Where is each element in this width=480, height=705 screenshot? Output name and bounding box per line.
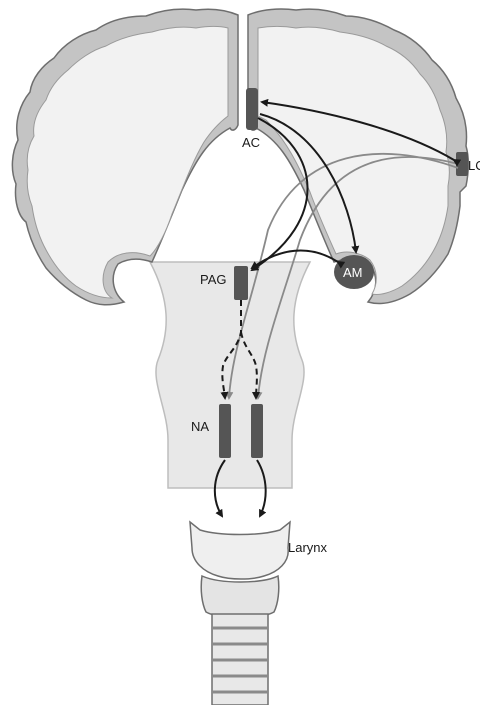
larynx-illustration bbox=[190, 522, 290, 705]
label-lc: LC bbox=[468, 158, 480, 173]
label-larynx: Larynx bbox=[288, 540, 328, 555]
ac-region bbox=[246, 88, 258, 130]
label-ac: AC bbox=[242, 135, 260, 150]
label-am: AM bbox=[343, 265, 363, 280]
thyroid-cartilage bbox=[190, 522, 290, 579]
label-pag: PAG bbox=[200, 272, 227, 287]
na-nucleus-right bbox=[251, 404, 263, 458]
na-nucleus-left bbox=[219, 404, 231, 458]
pag-nucleus bbox=[234, 266, 248, 300]
label-na: NA bbox=[191, 419, 209, 434]
cricoid-cartilage bbox=[201, 576, 279, 618]
